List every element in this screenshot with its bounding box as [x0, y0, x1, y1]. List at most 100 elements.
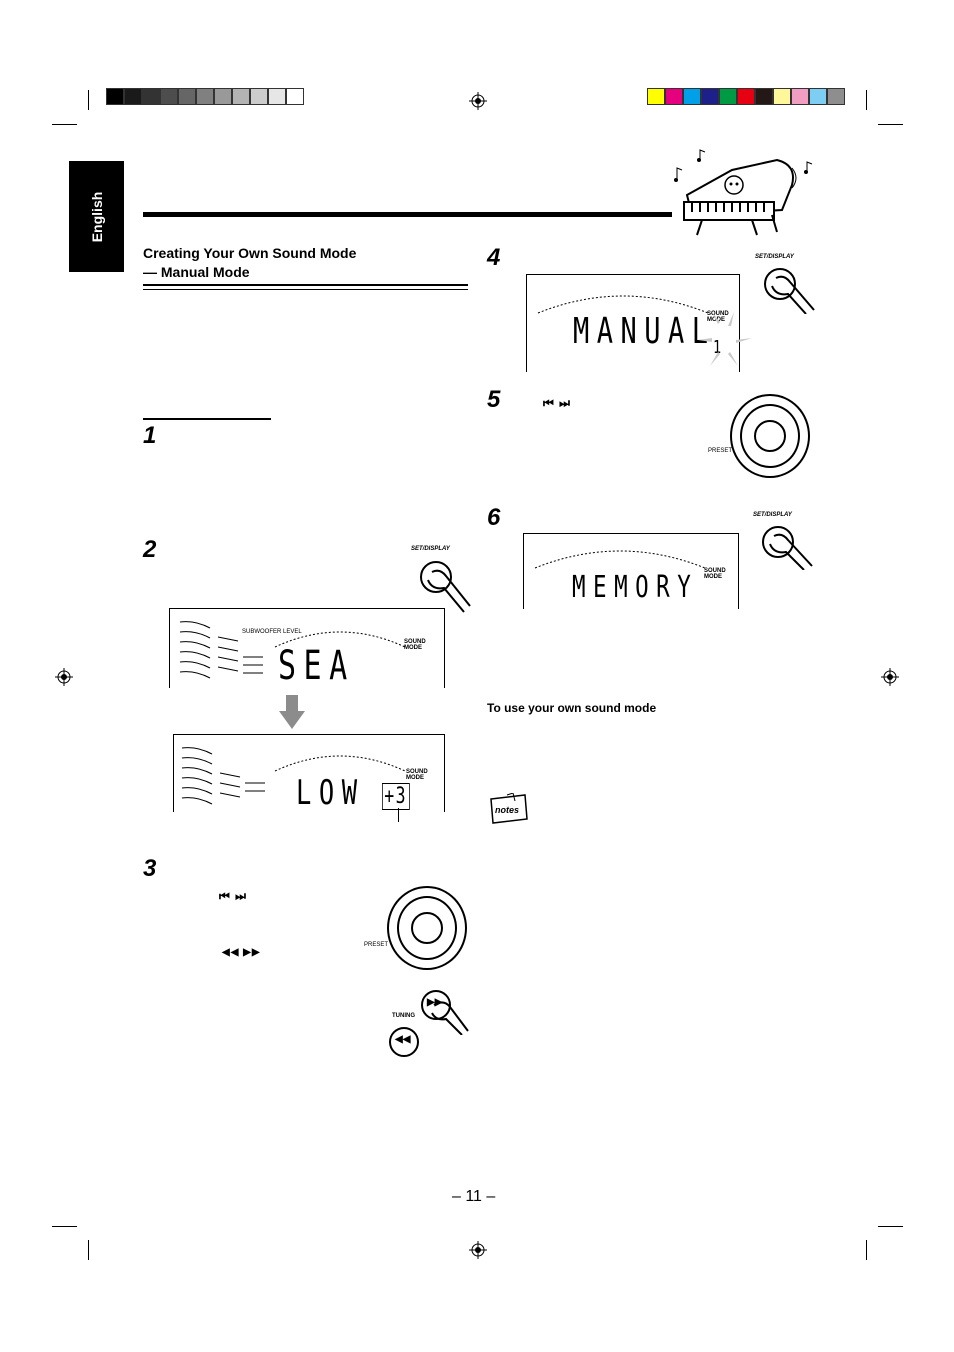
display-manual: SOUND MODE MANUAL 1: [526, 274, 740, 372]
dial-ring: [740, 404, 800, 468]
display-low: SOUND MODE LOW +3: [173, 734, 445, 812]
dial-ring: [397, 896, 457, 960]
pressing-finger-icon: [769, 533, 813, 570]
color-swatch: [214, 88, 232, 105]
language-label: English: [88, 191, 105, 242]
color-swatch: [773, 88, 791, 105]
crop-mark: [878, 1226, 903, 1227]
color-swatch: [737, 88, 755, 105]
forward-icon: ▶▶: [427, 997, 443, 1008]
gray-calibration-bar: [106, 88, 304, 105]
step-number-5: 5: [487, 386, 501, 413]
preset-dial[interactable]: [387, 886, 467, 970]
registration-target-icon: [469, 1241, 487, 1259]
down-arrow-icon: [279, 695, 305, 729]
display-text: SEA CONT: [278, 643, 355, 688]
blink-indicator-icon: [698, 312, 752, 366]
display-text: MEMORY: [572, 570, 699, 605]
short-rule: [143, 418, 271, 420]
display-text: MANUAL: [573, 311, 716, 352]
display-value: +3: [382, 783, 410, 810]
page-number: – 11 –: [452, 1188, 496, 1205]
color-swatch: [755, 88, 773, 105]
crop-mark: [866, 1240, 867, 1260]
tuning-minus-button[interactable]: ◀◀: [389, 1027, 419, 1057]
color-swatch: [701, 88, 719, 105]
sound-mode-label: SOUND MODE: [704, 568, 726, 580]
set-display-button[interactable]: [764, 268, 796, 300]
title-underline: [143, 284, 468, 290]
dial-knob[interactable]: [411, 912, 443, 944]
header-rule: [143, 212, 811, 217]
color-swatch: [124, 88, 142, 105]
display-value: 1: [713, 337, 729, 358]
color-swatch: [647, 88, 665, 105]
eq-level-icon: [179, 621, 263, 679]
color-swatch: [268, 88, 286, 105]
pressing-finger-icon: [427, 569, 471, 613]
color-swatch: [791, 88, 809, 105]
step-number-3: 3: [143, 855, 157, 882]
search-buttons-glyph: ◀◀ ▶▶: [222, 947, 261, 958]
color-swatch: [250, 88, 268, 105]
eq-level-icon: [181, 747, 265, 805]
sound-mode-label: SOUND MODE: [404, 639, 426, 651]
preset-dial[interactable]: [730, 394, 810, 478]
color-swatch: [683, 88, 701, 105]
color-swatch: [827, 88, 845, 105]
crop-mark: [52, 1226, 77, 1227]
set-display-button[interactable]: [762, 526, 794, 558]
pressing-finger-icon: [431, 1001, 469, 1035]
notes-label: notes: [495, 805, 520, 815]
notes-icon: notes: [489, 792, 529, 825]
piano-mascot-icon: [672, 140, 820, 240]
crop-mark: [88, 90, 89, 110]
crop-mark: [866, 90, 867, 110]
crop-mark: [88, 1240, 89, 1260]
color-swatch: [178, 88, 196, 105]
registration-target-icon: [469, 92, 487, 110]
color-swatch: [809, 88, 827, 105]
step-number-6: 6: [487, 504, 501, 531]
tuning-plus-button[interactable]: ▶▶: [421, 990, 451, 1020]
step-number-1: 1: [143, 422, 157, 449]
level-arc-icon: [534, 550, 706, 569]
color-swatch: [160, 88, 178, 105]
language-tab: English: [69, 161, 124, 272]
set-display-label: SET/DISPLAY: [753, 512, 792, 518]
pressing-finger-icon: [771, 275, 815, 314]
set-display-label: SET/DISPLAY: [755, 254, 794, 260]
preset-label: PRESET: [708, 448, 733, 454]
skip-buttons-glyph: ⏮ ⏭: [219, 889, 247, 903]
tuning-label: TUNING: [392, 1013, 415, 1019]
registration-target-icon: [55, 668, 73, 686]
color-swatch: [665, 88, 683, 105]
preset-label: PRESET: [364, 942, 389, 948]
color-swatch: [232, 88, 250, 105]
registration-target-icon: [881, 668, 899, 686]
level-arc-icon: [537, 295, 709, 314]
color-swatch: [106, 88, 124, 105]
step-number-4: 4: [487, 244, 501, 271]
color-swatch: [142, 88, 160, 105]
display-sea-cont: SUBWOOFER LEVEL SOUND MODE SEA CONT: [169, 608, 445, 688]
set-display-label: SET/DISPLAY: [411, 546, 450, 552]
sound-mode-label: SOUND MODE: [406, 769, 428, 781]
dial-knob[interactable]: [754, 420, 786, 452]
color-calibration-bar: [647, 88, 845, 105]
color-swatch: [286, 88, 304, 105]
subheading: To use your own sound mode: [487, 701, 657, 715]
color-swatch: [196, 88, 214, 105]
set-display-button[interactable]: [420, 561, 452, 593]
step-number-2: 2: [143, 536, 157, 563]
display-memory: SOUND MODE MEMORY: [523, 533, 739, 609]
section-title: Creating Your Own Sound Mode — Manual Mo…: [143, 245, 357, 280]
display-text: LOW: [296, 773, 365, 812]
rewind-icon: ◀◀: [395, 1034, 411, 1045]
crop-mark: [52, 124, 77, 125]
color-swatch: [719, 88, 737, 105]
callout-line: [398, 808, 399, 822]
subwoofer-level-label: SUBWOOFER LEVEL: [242, 629, 302, 635]
crop-mark: [878, 124, 903, 125]
skip-buttons-glyph: ⏮ ⏭: [543, 396, 571, 410]
